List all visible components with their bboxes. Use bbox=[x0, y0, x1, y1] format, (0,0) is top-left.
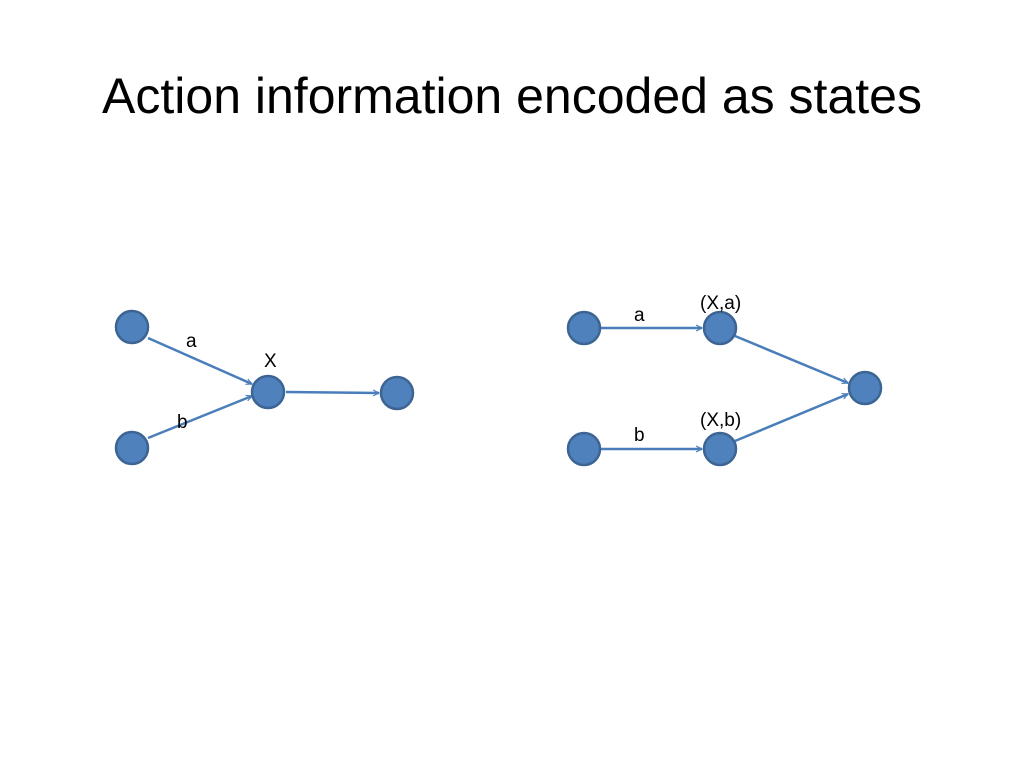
right-node-xa bbox=[702, 310, 738, 346]
right-node-bottom-source bbox=[566, 431, 602, 467]
left-edge-x-out bbox=[285, 392, 379, 393]
right-node-xb bbox=[702, 431, 738, 467]
right-node-top-source bbox=[566, 310, 602, 346]
right-edge-label-b: b bbox=[634, 425, 645, 446]
right-node-label-xb: (X,b) bbox=[700, 410, 741, 431]
left-node-target bbox=[379, 375, 415, 411]
left-node-bottom-source bbox=[114, 430, 150, 466]
right-node-label-xa: (X,a) bbox=[700, 293, 741, 314]
left-edge-label-b: b bbox=[177, 412, 188, 433]
right-edge-xa-out bbox=[734, 334, 848, 385]
right-edge-xb-out bbox=[734, 392, 848, 443]
left-edge-label-a: a bbox=[186, 331, 197, 352]
left-node-top-source bbox=[114, 309, 150, 345]
left-edge-a bbox=[147, 336, 252, 386]
left-edge-b bbox=[147, 394, 252, 440]
right-node-target bbox=[847, 370, 883, 406]
left-diagram: a b X bbox=[114, 309, 415, 466]
left-node-x bbox=[250, 374, 286, 410]
slide-title: Action information encoded as states bbox=[102, 68, 922, 124]
right-edge-label-a: a bbox=[634, 305, 645, 326]
left-node-label-x: X bbox=[264, 351, 277, 372]
right-diagram: a b (X,a) (X,b) bbox=[566, 293, 883, 467]
